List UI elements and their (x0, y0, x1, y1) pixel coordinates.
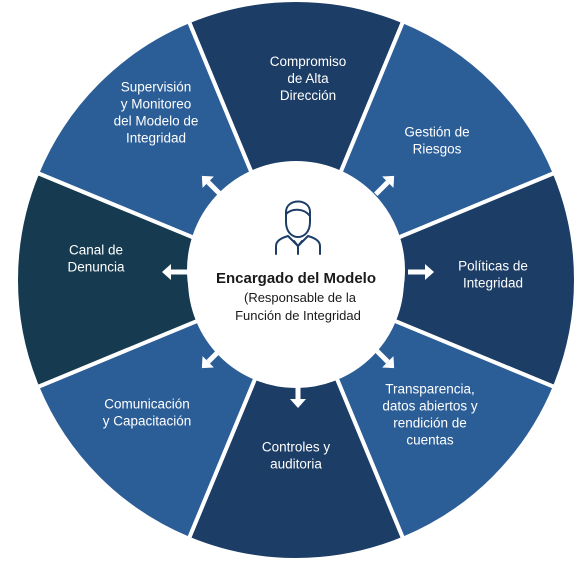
center-title: Encargado del Modelo (216, 270, 376, 287)
arrow-politicas (408, 264, 434, 280)
segment-label-supervision-line-2: y Monitoreo (121, 97, 192, 112)
segment-label-transparencia-line-3: rendición de (393, 416, 467, 431)
segment-controles (186, 375, 406, 562)
segment-transparencia (333, 317, 558, 542)
segment-label-comunicacion-line-1: Comunicación (104, 397, 190, 412)
segment-label-controles-line-1: Controles y (262, 440, 331, 455)
segment-label-gestion-riesgos-line-1: Gestión de (404, 125, 469, 140)
segment-label-transparencia-line-1: Transparencia, (385, 382, 475, 397)
segment-label-compromiso-line-3: Dirección (280, 88, 336, 103)
segment-label-canal-denuncia-line-1: Canal de (69, 243, 123, 258)
segment-label-supervision-line-1: Supervisión (121, 80, 192, 95)
segments-layer (14, 0, 578, 562)
segment-label-canal-denuncia-line-2: Denuncia (67, 260, 125, 275)
center-subtitle-line-1: (Responsable de la (244, 290, 357, 305)
segment-comunicacion (34, 317, 259, 542)
segment-label-compromiso-line-1: Compromiso (270, 54, 347, 69)
arrow-controles (290, 382, 306, 408)
center-subtitle-line-2: Función de Integridad (235, 308, 361, 323)
arrow-comunicacion (201, 348, 222, 369)
segment-label-comunicacion-line-2: y Capacitación (103, 414, 192, 429)
arrow-canal-denuncia (162, 264, 188, 280)
segment-label-transparencia-line-4: cuentas (406, 433, 454, 448)
person-icon (275, 200, 321, 255)
segment-label-politicas-line-1: Políticas de (458, 259, 528, 274)
segment-label-controles-line-2: auditoria (270, 457, 322, 472)
arrow-gestion-riesgos (374, 175, 395, 196)
arrow-transparencia (374, 348, 395, 369)
center-disc (188, 162, 404, 378)
segment-label-compromiso-line-2: de Alta (287, 71, 329, 86)
segment-label-supervision-line-4: Integridad (126, 131, 186, 146)
segment-label-supervision-line-3: del Modelo de (114, 114, 199, 129)
segment-label-transparencia-line-2: datos abiertos y (382, 399, 478, 414)
segment-label-gestion-riesgos-line-2: Riesgos (413, 142, 462, 157)
arrow-supervision (201, 175, 222, 196)
arrows-layer (162, 138, 434, 408)
arrow-compromiso (290, 138, 306, 160)
segment-label-politicas-line-2: Integridad (463, 276, 523, 291)
